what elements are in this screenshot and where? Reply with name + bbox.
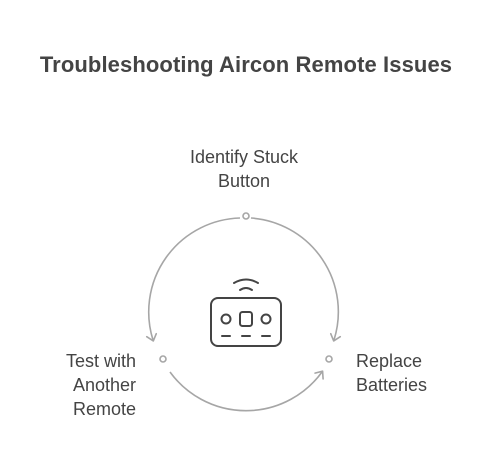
step-label-line: Identify Stuck	[189, 147, 299, 167]
step-label-line: Remote	[72, 399, 136, 419]
step-label-line: Another	[72, 375, 136, 395]
node-dot-right	[325, 355, 333, 363]
cycle-arrow-top-to-left	[145, 217, 241, 342]
step-label-line: Button	[217, 171, 271, 191]
remote-control-icon	[210, 278, 282, 347]
step-label-test-with-another-remote: Test with Another Remote	[20, 349, 136, 421]
step-label-identify-stuck-button: Identify Stuck Button	[160, 145, 328, 193]
cycle-arrow-top-to-right	[250, 217, 342, 342]
step-label-replace-batteries: Replace Batteries	[356, 349, 476, 397]
diagram-title: Troubleshooting Aircon Remote Issues	[39, 52, 453, 77]
node-dot-left	[159, 355, 167, 363]
step-label-line: Test with	[65, 351, 136, 371]
node-dot-top	[242, 212, 250, 220]
step-label-line: Replace	[356, 351, 423, 371]
step-label-line: Batteries	[356, 375, 428, 395]
cycle-arrow-left-to-right	[169, 370, 324, 412]
